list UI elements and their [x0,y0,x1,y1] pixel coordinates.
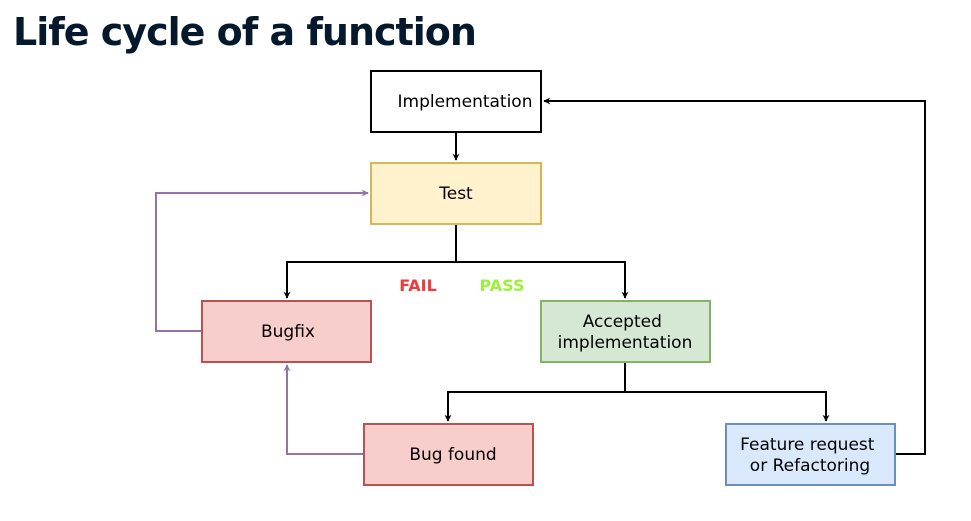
fail-label: FAIL [399,276,437,295]
node-test-box [370,162,542,225]
node-bug-found-label: Bug found [409,445,496,465]
node-bug-found: Bug found [363,423,534,486]
node-test: Test [370,162,542,225]
edge-accepted-to-bug-found [444,362,626,422]
edge-test-to-bugfix [283,224,457,299]
svg-text:Bugfix: Bugfix [261,322,315,342]
edge-accepted-to-feature-request [625,391,830,422]
node-accepted-label-line2: implementation [558,333,693,353]
edge-test-to-accepted [456,261,629,299]
node-feature-request-label-line2: or Refactoring [750,456,870,476]
node-bugfix-label: Bugfix [261,322,315,342]
pass-label: PASS [480,276,525,295]
node-implementation-label: Implementation [398,92,533,112]
node-feature-request-label-line1: Feature request [740,435,875,455]
node-bugfix-box [201,300,372,363]
node-accepted-implementation: Accepted implementation [540,300,711,363]
svg-text:Test: Test [438,184,473,204]
node-test-label: Test [438,184,473,204]
node-implementation-box [370,70,542,133]
edge-bug-found-to-bugfix [283,364,364,455]
diagram-title: Life cycle of a function [13,10,477,54]
node-implementation: Implementation [370,70,542,133]
edge-bugfix-to-test [155,189,369,332]
svg-text:Feature request or Refac: Feature request or Refactoring [740,435,880,476]
node-bugfix: Bugfix [201,300,372,363]
node-accepted-implementation-box [540,300,711,363]
node-feature-request: Feature request or Refactoring [725,423,896,486]
node-feature-request-box [725,423,896,486]
edges [155,97,926,455]
svg-text:Implementation: Implementation [398,92,533,112]
svg-text:Bug found: Bug found [409,445,496,465]
svg-text:Accepted implementation: Accepted implementation [558,312,693,353]
node-bug-found-box [363,423,534,486]
edge-feature-request-to-implementation [543,97,926,455]
node-accepted-label-line1: Accepted [583,312,662,332]
